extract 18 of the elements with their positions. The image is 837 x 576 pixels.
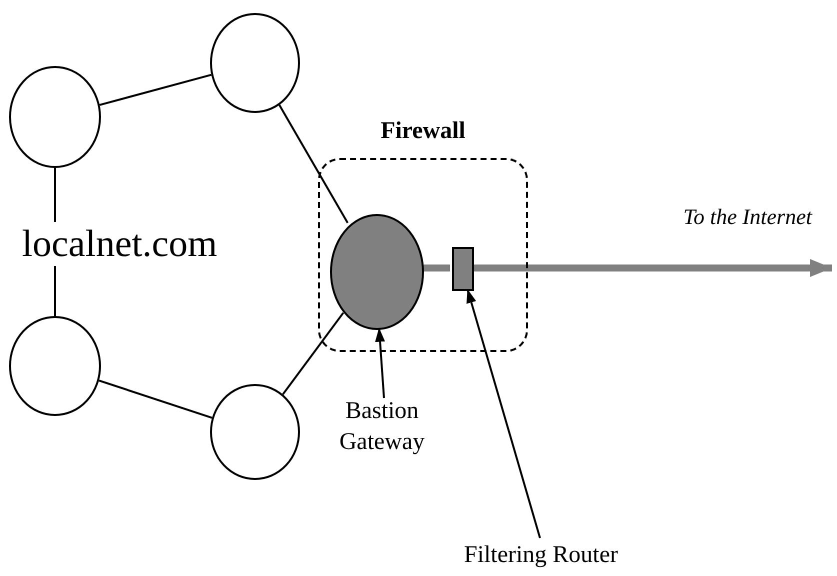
host-circle: [210, 384, 300, 480]
group-title: Firewall: [380, 118, 466, 145]
network-label: localnet.com: [22, 222, 218, 266]
host-circle: [210, 13, 300, 113]
callout-label: Filtering Router: [438, 540, 644, 572]
link-line: [98, 380, 212, 419]
callout-label: Bastion Gateway: [326, 396, 438, 466]
host-circle: [9, 316, 101, 416]
link-line: [282, 312, 344, 395]
leader-arrow: [466, 288, 541, 538]
link-line: [99, 74, 212, 106]
router-rect: [452, 247, 474, 291]
host-circle: [9, 66, 101, 168]
leader-arrow: [375, 328, 386, 398]
arrow: [472, 259, 832, 277]
link-line: [278, 104, 349, 224]
cable-line: [422, 264, 450, 272]
gateway-circle: [330, 214, 424, 330]
